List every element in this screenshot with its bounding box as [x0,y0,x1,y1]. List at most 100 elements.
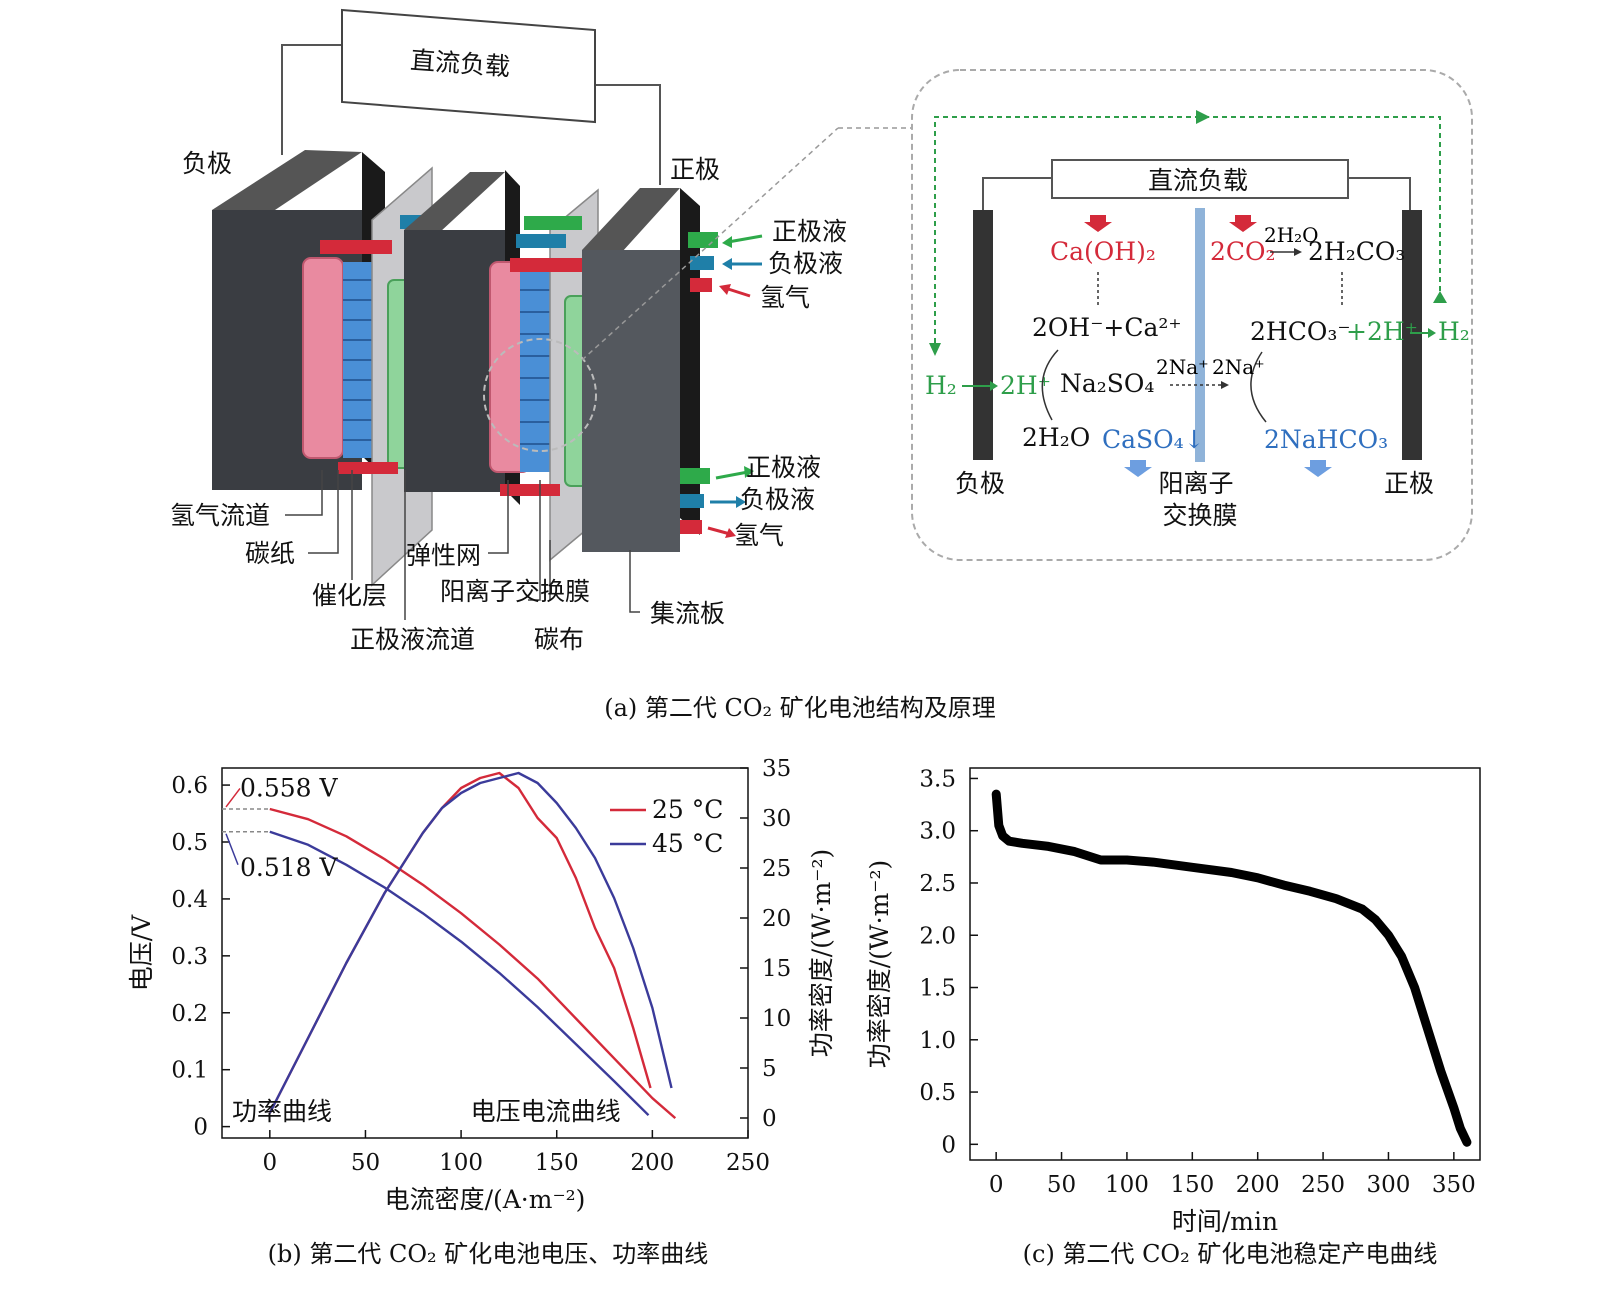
circuit-wire [281,44,342,155]
blue-arrow [1124,460,1152,477]
label-carbon-paper: 碳纸 [245,539,295,568]
y-axis-label: 电压/V [127,914,156,991]
h2-loop-arrow [1196,110,1210,124]
x-tick-label: 350 [1432,1172,1476,1198]
caption-b: (b) 第二代 CO₂ 矿化电池电压、功率曲线 [268,1240,709,1268]
principle-cathode-label: 正极 [1384,469,1434,498]
y-tick-label: 0 [193,1115,208,1141]
y2-tick-label: 10 [762,1006,791,1032]
annotation-power-curve: 功率曲线 [232,1097,332,1126]
circuit-wire [1348,177,1411,210]
y2-tick-label: 20 [762,906,791,932]
y2-tick-label: 35 [762,756,791,782]
port-anolyte-bottom [680,494,704,508]
x-tick-label: 150 [1170,1172,1214,1198]
y-tick-label: 0.5 [171,830,208,856]
h2co3: 2H₂CO₃ [1308,237,1405,266]
y2-tick-label: 0 [762,1106,777,1132]
cation-membrane [1195,208,1205,462]
annotation-v25-arrow [225,788,241,808]
port-anolyte-top [690,256,714,270]
red-arrow [1084,215,1112,232]
h2-loop-arrow [1433,291,1447,303]
na-right: 2Na⁺ [1212,355,1265,379]
annotation-v45: 0.518 V [240,853,339,882]
caption-a: (a) 第二代 CO₂ 矿化电池结构及原理 [604,694,996,722]
hydrogen-channel [302,257,344,459]
top-catholyte-label: 正极液 [772,217,847,246]
h2-right: H₂ [1438,317,1470,346]
series-line-power [268,771,673,1114]
arrow-head [1221,381,1229,389]
h-plus-right: +2H⁺ [1346,317,1418,346]
y2-tick-label: 5 [762,1056,777,1082]
leader-lines [285,470,640,620]
x-tick-label: 150 [535,1150,579,1176]
water-out: 2H₂O [1022,423,1090,452]
h2-loop-arrow [929,343,941,356]
principle-membrane-label: 阳离子 交换膜 [1159,469,1242,530]
y-tick-label: 1.0 [919,1028,956,1054]
y-axis-label: 功率密度/(W·m⁻²) [865,860,894,1069]
series-line [991,789,1472,1147]
bottom-hydrogen-label: 氢气 [734,521,784,550]
water-over-arrow: 2H₂O [1264,223,1319,247]
arrow-head [990,381,998,391]
membrane-label-line2: 交换膜 [1162,501,1237,530]
middle-block-top [404,172,505,232]
y2-tick-label: 30 [762,806,791,832]
annotation-v45-arrow [225,833,239,866]
bottom-catholyte-label: 正极液 [746,453,821,482]
x-tick-label: 250 [1301,1172,1345,1198]
dc-load-box-2 [1051,159,1349,199]
series-line-voltage [269,807,677,1120]
end-plate-right-top [582,188,680,252]
oh-ca: 2OH⁻+Ca²⁺ [1032,313,1182,342]
label-elastic-mesh: 弹性网 [406,541,481,570]
y-tick-label: 0.4 [171,887,208,913]
x-axis-label: 时间/min [1172,1207,1278,1236]
h2-loop [934,116,1441,345]
annotation-v25: 0.558 V [240,773,339,802]
end-plate-right-side [680,188,700,535]
y2-tick-label: 25 [762,856,791,882]
cathode-label: 正极 [670,155,720,184]
x-tick-label: 0 [262,1150,277,1176]
label-carbon-cloth: 碳布 [534,625,584,654]
caption-c: (c) 第二代 CO₂ 矿化电池稳定产电曲线 [1023,1240,1438,1268]
label-catholyte-channel: 正极液流道 [350,625,475,654]
label-current-collector: 集流板 [650,599,725,628]
catalyst-stripes [520,289,552,445]
principle-frame [911,69,1473,561]
red-pipe-bottom [500,484,560,496]
panel-a-left-diagram: 直流负载 负极 正极 [170,8,912,654]
series-line-voltage [269,830,650,1117]
dc-load-box [341,8,596,124]
x-tick-label: 50 [1047,1172,1076,1198]
zoom-connector [581,127,839,361]
hco3: 2HCO₃⁻ [1250,317,1351,346]
annotation-vi-curve: 电压电流曲线 [471,1097,621,1126]
cathode-electrode [1402,210,1422,460]
arrow-head [1428,328,1436,338]
middle-block [404,230,505,492]
dc-load-label-2: 直流负载 [1148,166,1248,195]
y-tick-label: 2.5 [919,871,956,897]
catalyst-stripes [343,279,373,441]
label-hydrogen-channel: 氢气流道 [170,501,270,530]
port-hydrogen-top [690,278,712,292]
blue-pipe [516,234,566,248]
catalyst-layer [520,266,552,472]
y-tick-label: 0 [941,1132,956,1158]
na2so4: Na₂SO₄ [1060,369,1154,398]
curved-arrow-left [1041,349,1059,421]
anode-electrode [973,210,993,460]
port-catholyte-top [688,232,718,248]
port-arrows [707,234,763,538]
panel-a-right-diagram: 直流负载 Ca(OH)₂ 2CO₂ 2H₂O 2H₂CO₃ 2OH⁻+Ca²⁺ … [911,69,1473,561]
plot-frame [221,767,749,1139]
nahco3: 2NaHCO₃ [1264,425,1388,454]
